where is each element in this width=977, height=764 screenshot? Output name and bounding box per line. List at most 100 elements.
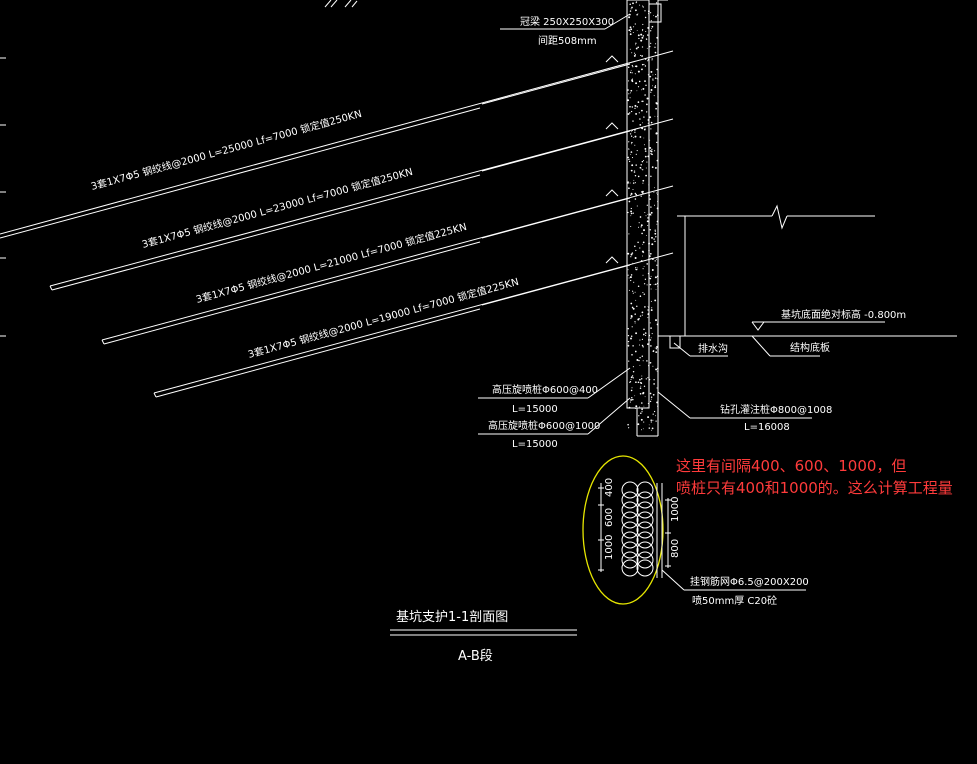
speckle-dot [627,423,629,426]
speckle-dot [641,408,643,411]
speckle-dot [627,89,629,91]
speckle-dot [653,15,654,16]
speckle-dot [648,184,650,186]
speckle-dot [656,282,659,285]
speckle-dot [644,211,646,214]
speckle-dot [651,58,653,60]
speckle-dot [642,87,645,90]
speckle-dot [642,268,644,270]
speckle-dot [628,343,629,345]
speckle-dot [650,175,652,178]
speckle-dot [639,339,641,341]
ground-hatch-symbol [324,0,358,8]
speckle-dot [656,14,659,17]
speckle-dot [631,326,633,328]
speckle-dot [629,33,632,36]
speckle-dot [639,357,641,359]
speckle-dot [654,46,656,48]
speckle-dot [647,119,650,121]
speckle-dot [652,79,654,81]
speckle-dot [649,75,652,78]
speckle-dot [631,354,633,356]
speckle-dot [641,250,644,253]
speckle-dot [654,347,656,349]
speckle-dot [639,378,641,381]
speckle-dot [657,405,659,407]
speckle-dot [656,346,658,348]
speckle-dot [639,315,642,317]
speckle-dot [631,72,633,74]
speckle-dot [634,104,637,107]
speckle-dot [649,392,652,395]
speckle-dot [628,148,630,150]
speckle-dot [655,415,657,417]
speckle-dot [632,182,635,184]
speckle-dot [650,20,652,22]
speckle-dot [656,275,659,278]
speckle-dot [644,147,647,150]
speckle-dot [653,383,655,385]
speckle-dot [630,110,633,113]
speckle-dot [640,381,642,384]
speckle-dot [649,12,652,14]
speckle-dot [640,195,642,197]
speckle-dot [638,80,641,83]
speckle-dot [643,421,645,423]
speckle-dot [655,2,658,4]
speckle-dot [630,225,632,228]
speckle-dot [647,34,649,36]
speckle-dot [653,284,655,286]
jet-pile-circle [636,559,654,577]
speckle-dot [636,106,639,108]
dim-right-1: 1000 [670,497,681,522]
speckle-dot [647,26,650,29]
speckle-dot [634,73,636,75]
jet-pile-circle [621,511,639,529]
speckle-dot [649,213,652,216]
speckle-dot [640,378,643,380]
speckle-dot [645,38,648,40]
speckle-dot [653,95,655,97]
speckle-dot [644,150,647,152]
speckle-dot [630,192,632,194]
speckle-dot [647,402,649,405]
speckle-dot [632,32,634,33]
speckle-dot [634,192,636,195]
speckle-dot [647,317,649,319]
jet-pile-circle [636,481,654,499]
speckle-dot [632,2,634,5]
speckle-dot [627,328,629,330]
speckle-dot [655,132,658,135]
speckle-dot [649,283,652,286]
speckle-dot [647,272,650,275]
speckle-dot [632,292,634,294]
speckle-dot [645,30,647,33]
speckle-dot [630,335,633,338]
speckle-dot [633,179,635,181]
speckle-dot [654,283,657,286]
speckle-dot [641,68,643,70]
speckle-dot [629,276,632,279]
speckle-dot [650,30,652,32]
speckle-dot [640,412,642,415]
speckle-dot [637,226,640,228]
speckle-dot [634,321,636,323]
speckle-dot [638,112,640,114]
speckle-dot [656,220,659,223]
dimension-ticks [598,487,671,571]
speckle-dot [649,339,652,341]
speckle-dot [633,137,635,138]
speckle-dot [652,419,654,421]
jet-pile-circle [621,541,639,559]
speckle-dot [650,421,652,423]
speckle-dot [643,137,645,139]
speckle-dot [627,344,630,347]
speckle-dot [651,429,653,431]
speckle-dot [647,309,649,311]
speckle-dot [642,360,644,362]
speckle-dot [651,243,654,246]
speckle-dot [636,30,638,31]
speckle-dot [639,118,641,120]
speckle-dot [642,128,644,130]
